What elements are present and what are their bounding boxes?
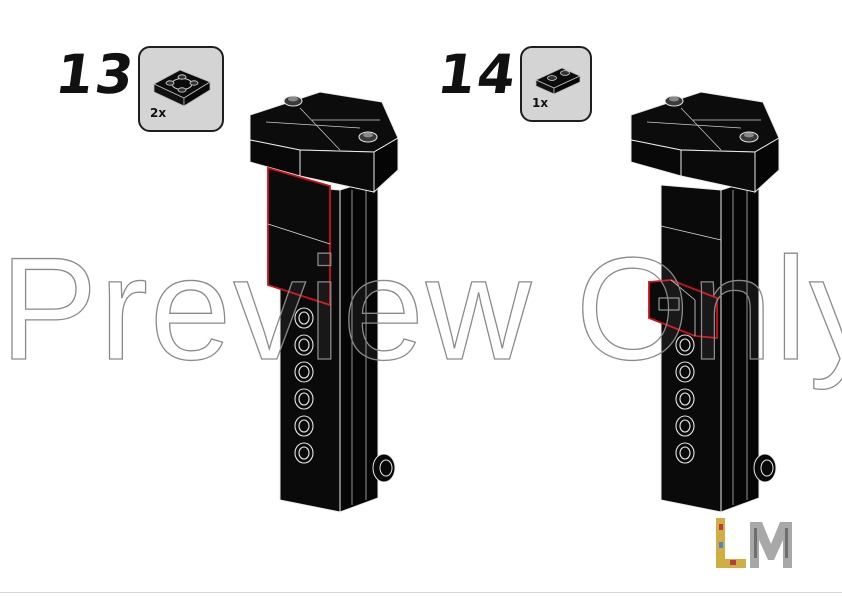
parts-callout-13: 2x	[138, 46, 224, 132]
step-13-assembly	[249, 91, 399, 513]
part-quantity: 1x	[532, 96, 549, 110]
page-footer-line	[0, 592, 842, 593]
preview-watermark: Preview Only	[0, 227, 842, 390]
lm-logo-icon	[716, 518, 792, 568]
part-quantity: 2x	[150, 106, 167, 120]
plate-1x2-icon	[535, 67, 581, 95]
plate-2x2-with-turntable-icon	[153, 69, 211, 107]
parts-callout-14: 1x	[520, 46, 592, 122]
step-14-assembly	[630, 91, 780, 513]
new-part-highlight	[267, 166, 331, 307]
